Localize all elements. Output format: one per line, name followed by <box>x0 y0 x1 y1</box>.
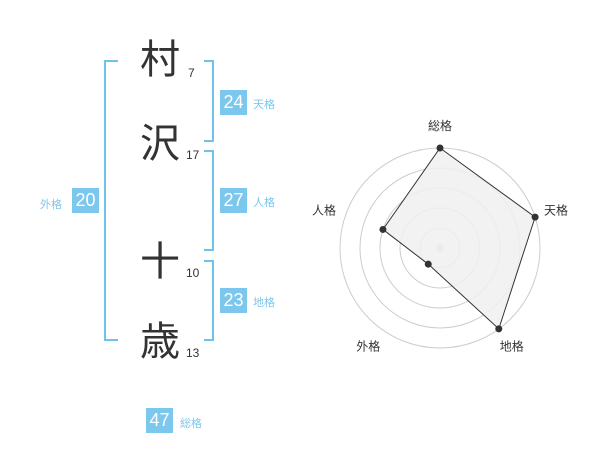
jinkaku-bracket <box>204 150 214 251</box>
tenkaku-bracket <box>204 60 214 142</box>
jinkaku-value: 27 <box>220 188 247 213</box>
gaikaku-value: 20 <box>72 188 99 213</box>
radar-axis-label-1: 総格 <box>428 118 452 133</box>
chikaku-value: 23 <box>220 288 247 313</box>
stroke-count-3: 10 <box>186 266 200 280</box>
radar-axis-label-2: 天格 <box>544 202 568 217</box>
name-char-2: 沢 <box>140 121 180 167</box>
radar-point-1 <box>436 144 444 152</box>
name-char-1: 村 <box>140 37 180 83</box>
chikaku-bracket <box>204 260 214 341</box>
stroke-count-1: 7 <box>188 66 195 80</box>
radar-axis-label-3: 地格 <box>500 339 524 354</box>
radar-axis-label-4: 外格 <box>356 339 380 354</box>
radar-point-5 <box>379 225 387 233</box>
radar-point-2 <box>531 213 539 221</box>
soukaku-value: 47 <box>146 408 173 433</box>
radar-polygon <box>382 147 536 330</box>
jinkaku-label: 人格 <box>253 196 275 209</box>
gaikaku-bracket <box>104 60 118 341</box>
radar-axis-label-5: 人格 <box>312 202 336 217</box>
radar-point-4 <box>424 260 432 268</box>
tenkaku-value: 24 <box>220 90 247 115</box>
tenkaku-label: 天格 <box>253 98 275 111</box>
soukaku-label: 総格 <box>180 417 202 430</box>
gaikaku-label: 外格 <box>40 198 62 211</box>
name-char-4: 歳 <box>140 319 180 365</box>
name-char-3: 十 <box>140 239 180 285</box>
chikaku-label: 地格 <box>253 296 275 309</box>
stroke-count-4: 13 <box>186 346 200 360</box>
radar-point-3 <box>495 325 503 333</box>
stroke-count-2: 17 <box>186 148 200 162</box>
